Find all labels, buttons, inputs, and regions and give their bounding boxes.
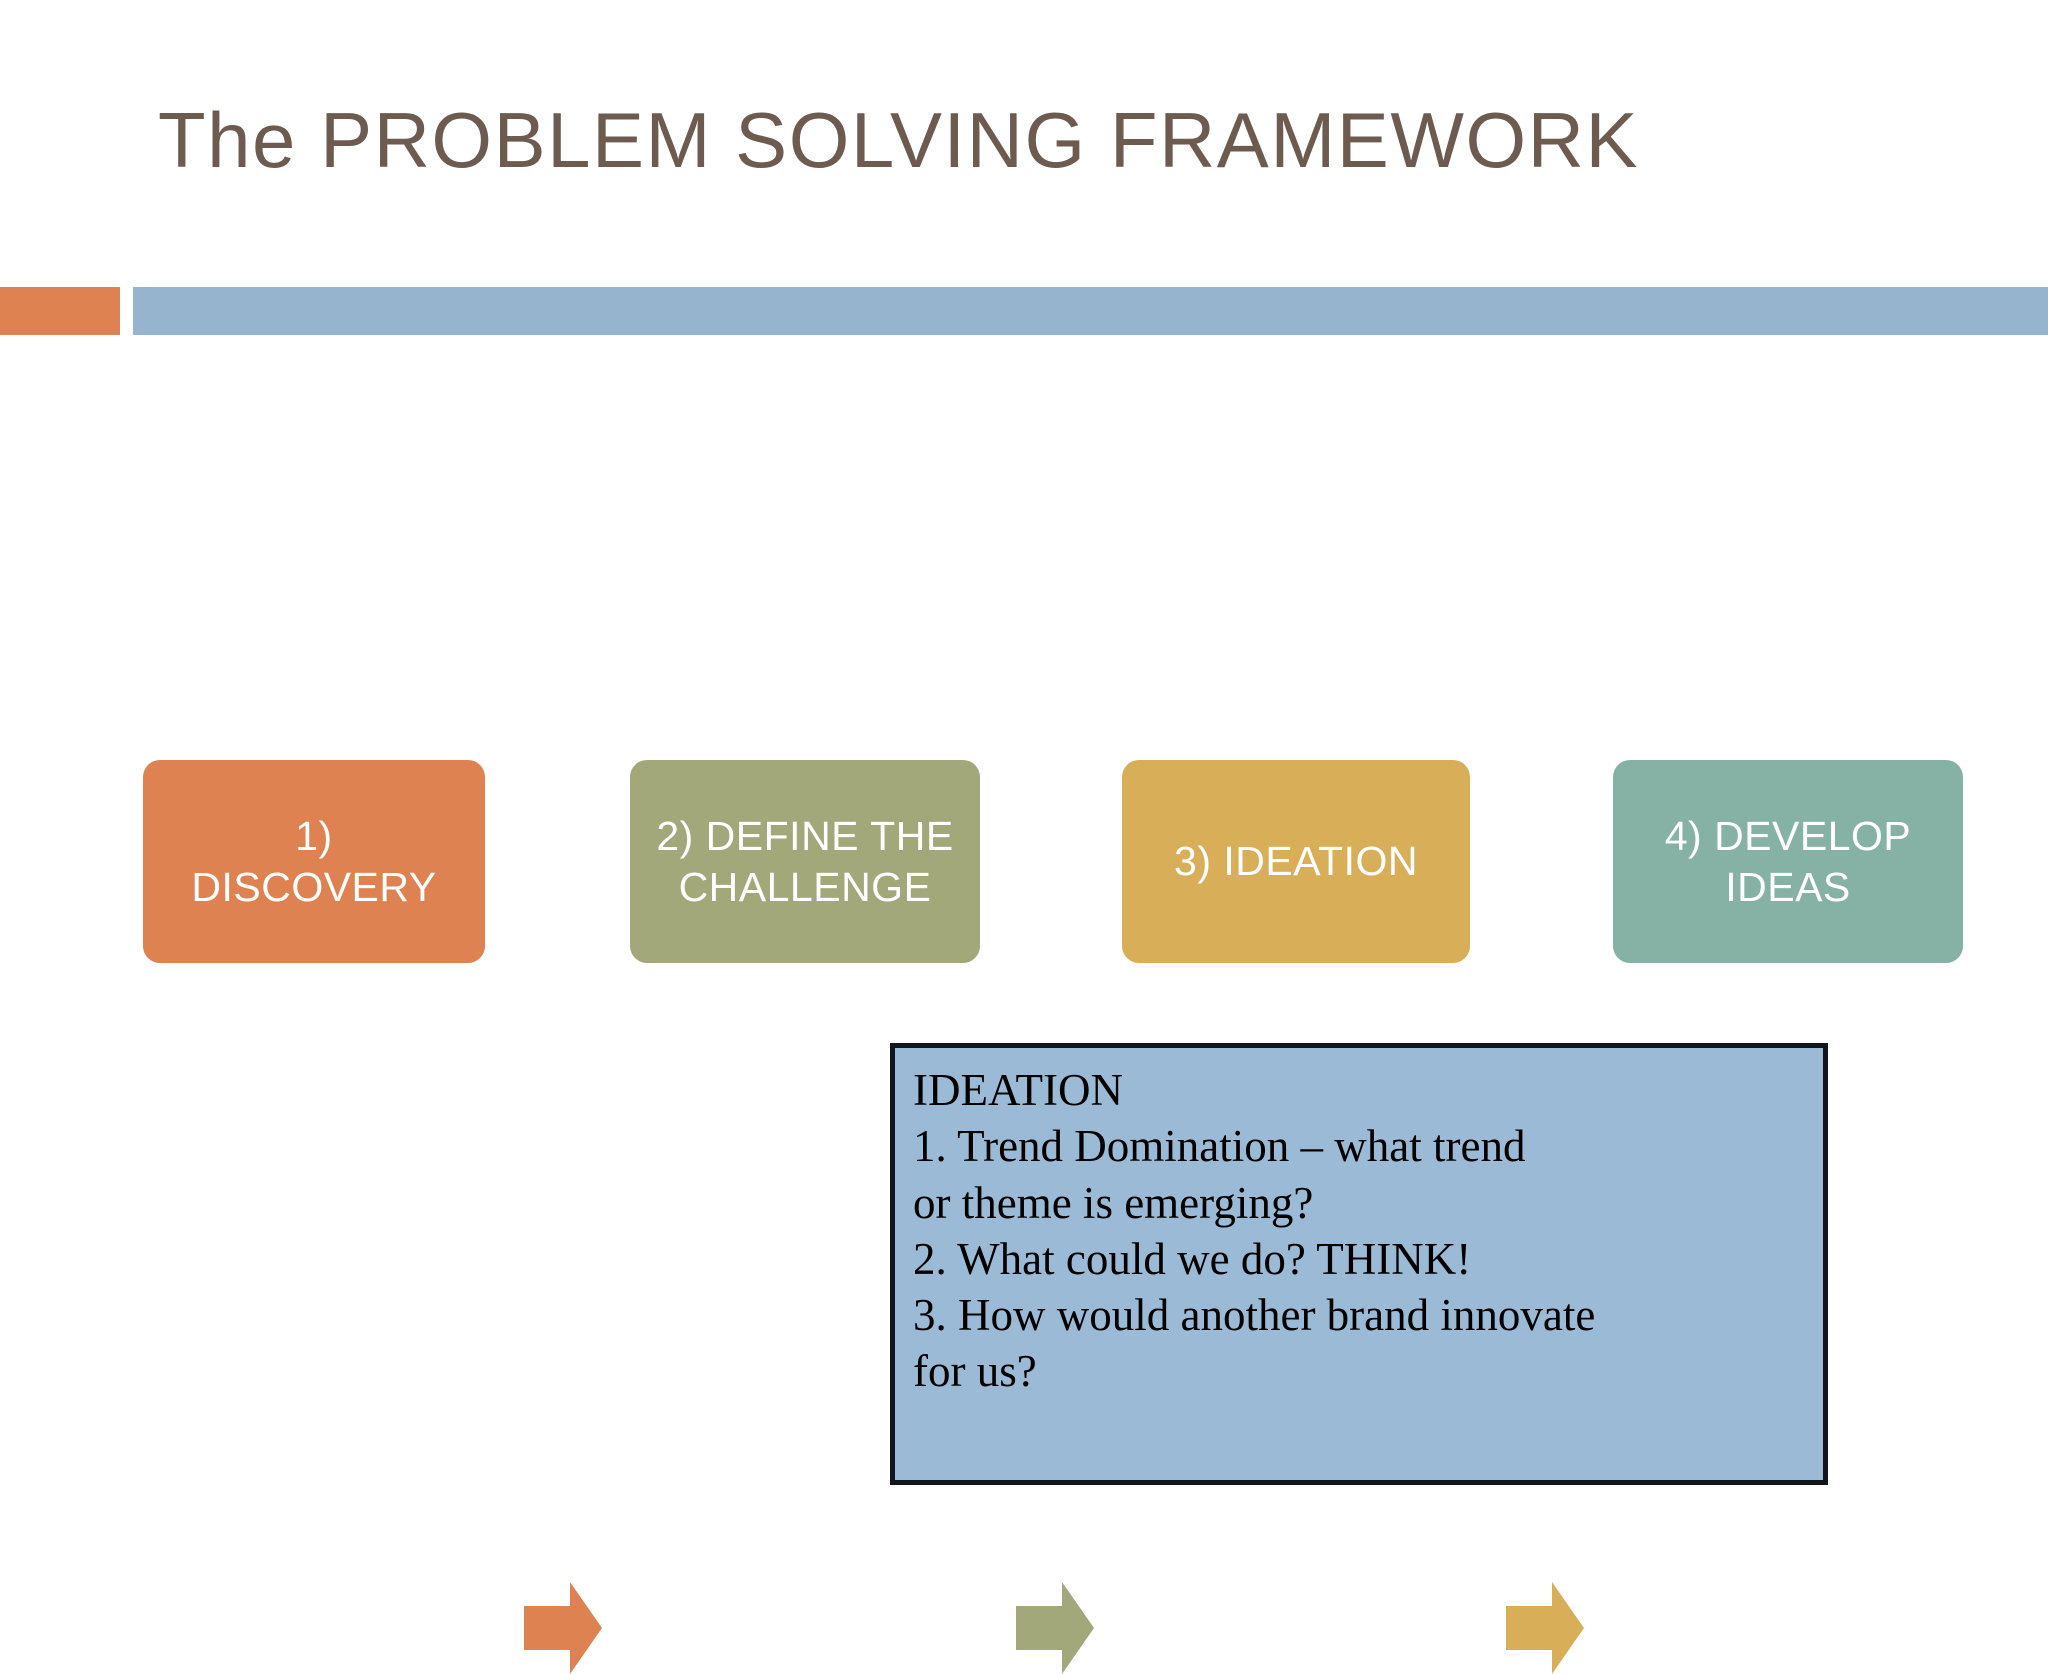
- process-step-2-define-the-challenge[interactable]: 2) DEFINE THE CHALLENGE: [630, 760, 980, 963]
- ideation-note-text: IDEATION 1. Trend Domination – what tren…: [913, 1065, 1596, 1397]
- process-arrow-1-icon: [524, 1582, 602, 1674]
- process-step-1-discovery[interactable]: 1) DISCOVERY: [143, 760, 485, 963]
- title-rule-accent: [0, 287, 120, 335]
- process-chain: 1) DISCOVERY 2) DEFINE THE CHALLENGE 3) …: [0, 760, 2048, 1674]
- process-step-4-develop-ideas[interactable]: 4) DEVELOP IDEAS: [1613, 760, 1963, 963]
- title-rule-bar: [133, 287, 2048, 335]
- ideation-note-box: IDEATION 1. Trend Domination – what tren…: [890, 1043, 1828, 1485]
- process-arrow-3-icon: [1506, 1582, 1584, 1674]
- process-step-3-ideation[interactable]: 3) IDEATION: [1122, 760, 1470, 963]
- page-title: The PROBLEM SOLVING FRAMEWORK: [158, 96, 1639, 184]
- process-arrow-2-icon: [1016, 1582, 1094, 1674]
